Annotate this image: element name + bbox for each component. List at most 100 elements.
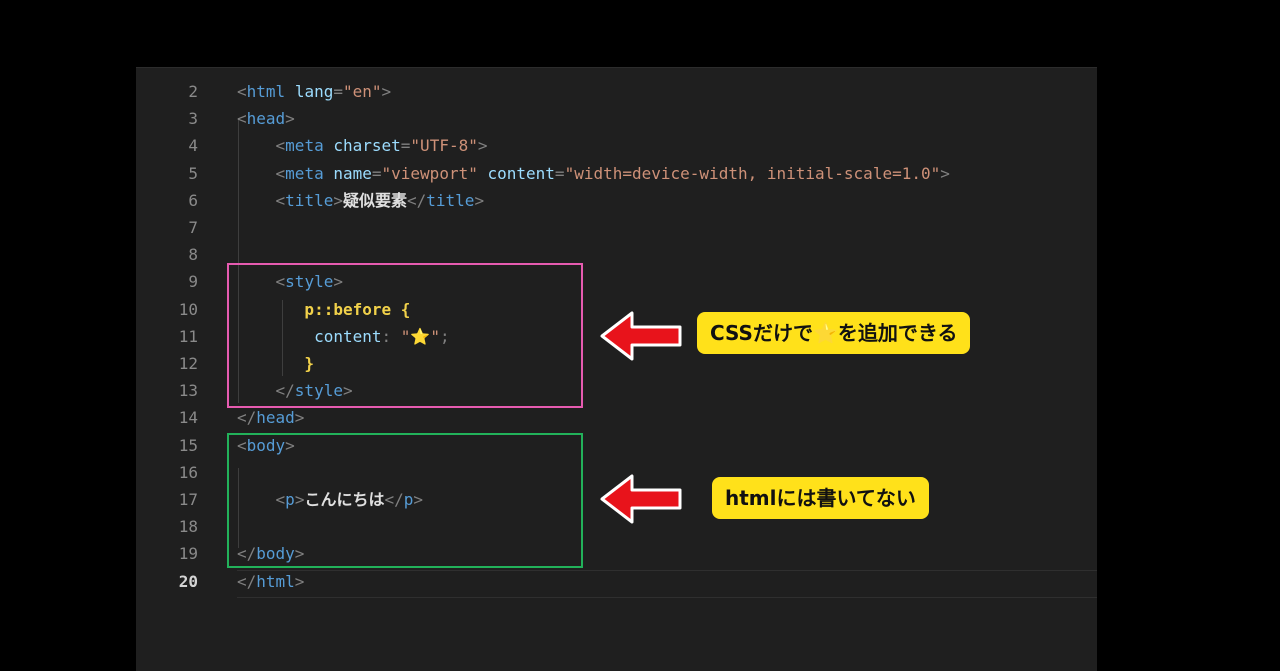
arrow-left-icon xyxy=(600,311,682,361)
code-token: < xyxy=(237,82,247,101)
code-line[interactable]: 12 } xyxy=(136,350,1097,377)
code-token: > xyxy=(294,490,305,509)
code-token: > xyxy=(333,190,343,210)
code-token: title xyxy=(285,190,334,210)
line-number: 5 xyxy=(188,163,198,183)
code-token: = xyxy=(333,82,343,101)
code-token: < xyxy=(237,490,286,509)
line-code: <title>疑似要素</title> xyxy=(237,187,485,214)
line-number: 20 xyxy=(178,571,198,591)
code-token: > xyxy=(342,381,353,401)
line-code: <meta charset="UTF-8"> xyxy=(237,132,488,159)
code-line[interactable]: 16 xyxy=(136,459,1097,486)
indent-guide xyxy=(238,118,239,403)
star-icon: ⭐ xyxy=(410,326,431,346)
code-line[interactable]: 3<head> xyxy=(136,105,1097,132)
line-code: content: "⭐"; xyxy=(237,323,450,350)
code-token: p::before { xyxy=(237,299,411,319)
current-line-highlight xyxy=(237,570,1097,598)
line-code: <p>こんにちは</p> xyxy=(237,486,423,513)
code-token: < xyxy=(237,109,247,129)
arrow-left-icon xyxy=(600,474,682,524)
code-line[interactable]: 18 xyxy=(136,513,1097,540)
code-token: < xyxy=(237,272,286,292)
code-line[interactable]: 2<html lang="en"> xyxy=(136,78,1097,105)
code-token: head xyxy=(246,109,286,129)
code-token: head xyxy=(256,408,295,428)
line-number: 15 xyxy=(178,435,198,455)
line-number: 12 xyxy=(178,354,198,373)
code-token: : xyxy=(381,326,401,346)
line-number: 11 xyxy=(178,326,198,346)
code-token: </ xyxy=(237,408,257,428)
line-number: 13 xyxy=(178,381,198,401)
code-token: "en" xyxy=(342,82,382,101)
line-number: 18 xyxy=(178,517,198,537)
code-token: "viewport" xyxy=(381,163,488,183)
line-code: </head> xyxy=(237,404,304,431)
code-token: content xyxy=(237,326,382,346)
code-line[interactable]: 5 <meta name="viewport" content="width=d… xyxy=(136,160,1097,187)
indent-guide xyxy=(238,468,239,548)
code-token: title xyxy=(426,190,475,210)
code-line[interactable]: 9 <style> xyxy=(136,268,1097,295)
code-token: = xyxy=(554,163,565,183)
code-token: こんにちは xyxy=(304,490,385,509)
code-token: </ xyxy=(407,190,427,210)
code-token: > xyxy=(333,272,343,292)
code-line[interactable]: 17 <p>こんにちは</p> xyxy=(136,486,1097,513)
html-annotation-label: htmlには書いてない xyxy=(712,477,929,519)
indent-guide xyxy=(282,300,283,376)
code-token: > xyxy=(285,109,295,129)
css-annotation-label: CSSだけで⭐を追加できる xyxy=(697,312,971,354)
code-token: > xyxy=(294,544,305,564)
code-token: html xyxy=(256,571,295,591)
line-code: p::before { xyxy=(237,296,410,323)
style-block-highlight xyxy=(227,263,583,408)
code-token: </ xyxy=(237,381,295,401)
code-token: < xyxy=(237,190,286,210)
code-line[interactable]: 7 xyxy=(136,214,1097,241)
line-number: 4 xyxy=(188,136,198,156)
code-token: > xyxy=(294,408,305,428)
code-token: charset xyxy=(333,136,401,156)
code-token: p xyxy=(285,490,295,509)
code-token: = xyxy=(400,136,411,156)
line-code: </body> xyxy=(237,540,304,567)
code-token: > xyxy=(413,490,424,509)
code-token: < xyxy=(237,435,247,455)
code-editor[interactable]: 2<html lang="en">3<head>4 <meta charset=… xyxy=(136,67,1097,671)
line-code: <style> xyxy=(237,268,343,295)
line-number: 17 xyxy=(178,490,198,509)
code-token: " xyxy=(430,326,440,346)
line-code: <head> xyxy=(237,105,295,132)
code-line[interactable]: 11 content: "⭐"; xyxy=(136,323,1097,350)
html-label-text: htmlには書いてない xyxy=(725,486,916,510)
code-line[interactable]: 15 <body> xyxy=(136,432,1097,459)
code-token: > xyxy=(285,435,295,455)
code-token: </ xyxy=(237,544,257,564)
code-line[interactable]: 19</body> xyxy=(136,540,1097,567)
line-code: <meta name="viewport" content="width=dev… xyxy=(237,160,950,187)
star-icon: ⭐ xyxy=(812,321,838,345)
line-number: 8 xyxy=(188,245,198,265)
code-line[interactable]: 13 </style> xyxy=(136,377,1097,404)
css-label-text-pre: CSSだけで xyxy=(710,321,813,345)
line-number: 7 xyxy=(188,218,198,237)
code-token: = xyxy=(371,163,382,183)
code-token: style xyxy=(294,381,343,401)
code-token: " xyxy=(400,326,411,346)
code-token: > xyxy=(940,163,950,183)
code-line[interactable]: 6 <title>疑似要素</title> xyxy=(136,187,1097,214)
code-token: lang xyxy=(294,82,334,101)
code-line[interactable]: 20</html> xyxy=(136,568,1097,595)
line-number: 16 xyxy=(178,462,198,482)
code-line[interactable]: 4 <meta charset="UTF-8"> xyxy=(136,132,1097,159)
code-token: meta xyxy=(285,163,334,183)
code-line[interactable]: 8 xyxy=(136,241,1097,268)
code-line[interactable]: 10 p::before { xyxy=(136,296,1097,323)
code-token: body xyxy=(246,435,286,455)
code-token: > xyxy=(474,190,485,210)
line-number: 10 xyxy=(178,299,198,319)
code-line[interactable]: 14</head> xyxy=(136,404,1097,431)
